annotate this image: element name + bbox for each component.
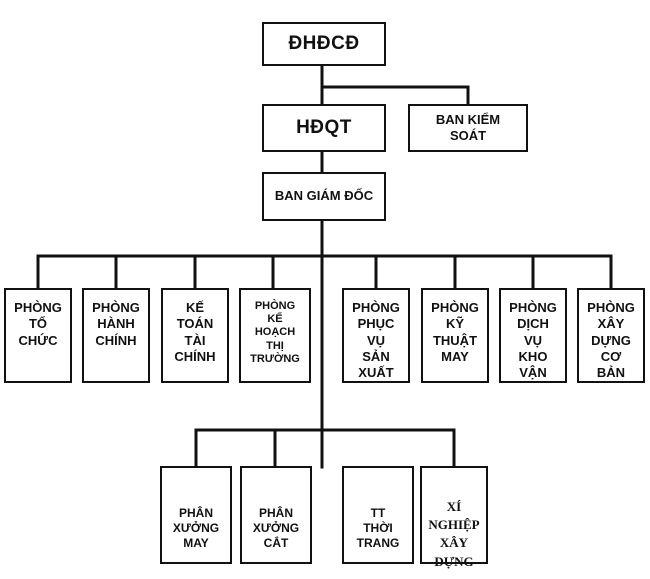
board-box: HĐQT (262, 104, 386, 152)
unit-fashion-center-box: TT THỜI TRANG (342, 466, 414, 564)
supervisory-box: BAN KIỂM SOÁT (408, 104, 528, 152)
shareholders-box: ĐHĐCĐ (262, 22, 386, 66)
unit-cutting-workshop-box: PHÂN XƯỞNG CẮT (240, 466, 312, 564)
unit-sewing-workshop-box: PHÂN XƯỞNG MAY (160, 466, 232, 564)
management-box: BAN GIÁM ĐỐC (262, 172, 386, 221)
unit-construction-enterprise-box: XÍ NGHIỆP XÂY DỰNG (420, 466, 488, 569)
dept-production-service-box: PHÒNG PHỤC VỤ SẢN XUẤT (342, 288, 410, 383)
dept-warehouse-logistics-box: PHÒNG DỊCH VỤ KHO VẬN (499, 288, 567, 383)
dept-capital-construction-box: PHÒNG XÂY DỰNG CƠ BẢN (577, 288, 645, 383)
dept-administration-box: PHÒNG HÀNH CHÍNH (82, 288, 150, 383)
dept-finance-accounting-box: KẾ TOÁN TÀI CHÍNH (161, 288, 229, 383)
dept-sewing-technology-box: PHÒNG KỸ THUẬT MAY (421, 288, 489, 383)
dept-planning-market-box: PHÒNG KẾ HOẠCH THỊ TRƯỜNG (239, 288, 311, 383)
dept-personnel-box: PHÒNG TỔ CHỨC (4, 288, 72, 383)
